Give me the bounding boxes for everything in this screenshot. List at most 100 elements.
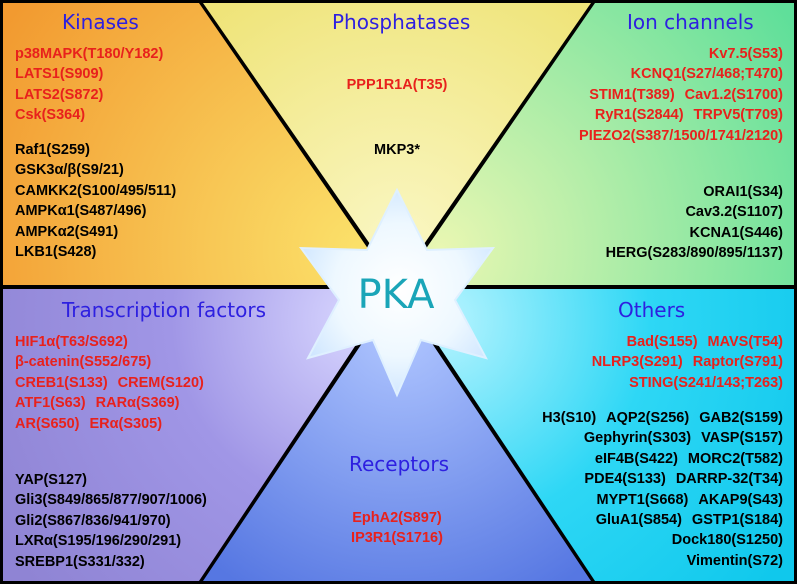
substrate-site-label: EphA2(S897): [352, 510, 442, 526]
substrate-site-label: HIF1α(T63/S692): [15, 334, 128, 350]
receptors-red-list: EphA2(S897)IP3R1(S1716): [297, 508, 497, 549]
substrate-row: ORAI1(S34): [606, 182, 783, 202]
ion-channels-region: [401, 3, 794, 285]
substrate-row: Csk(S364): [15, 105, 163, 125]
ion-channels-red-list: Kv7.5(S53) KCNQ1(S27/468;T470) STIM1(T389)…: [579, 44, 783, 146]
row-spacer: [79, 414, 89, 434]
substrate-site-label: Kv7.5(S53): [708, 46, 783, 62]
substrate-site-label: DARRP-32(T34): [675, 471, 783, 488]
substrate-site-label: AMPKα1(S487/496): [15, 203, 147, 220]
pka-center-label: PKA: [357, 272, 435, 318]
substrate-row: H3(S10)AQP2(S256)GAB2(S159): [542, 408, 783, 428]
substrate-row: LATS1(S909): [15, 64, 163, 84]
kinases-region: [3, 3, 393, 285]
row-spacer: [678, 449, 688, 469]
substrate-site-label: Dock180(S1250): [671, 532, 783, 549]
substrate-row: STIM1(T389)Cav1.2(S1700): [579, 85, 783, 105]
ion-channels-black-list: ORAI1(S34)Cav3.2(S1107)KCNA1(S446)HERG(S…: [606, 182, 783, 264]
substrate-site-label: β-catenin(S552/675): [15, 354, 152, 371]
row-spacer: [596, 408, 606, 428]
substrate-row: Bad(S155) MAVS(T54): [592, 332, 783, 352]
substrate-site-label: MAVS(T54): [707, 334, 783, 350]
substrate-site-label: Gephyrin(S303): [583, 430, 692, 447]
substrate-row: PPP1R1A(T35): [297, 75, 497, 95]
kinases-red-list: p38MAPK(T180/Y182)LATS1(S909) LATS2(S872)…: [15, 44, 163, 126]
substrate-site-label: LATS2(S872): [15, 86, 104, 103]
substrate-row: Vimentin(S72): [542, 551, 783, 571]
substrate-row: GluA1(S854) GSTP1(S184): [542, 510, 783, 530]
substrate-row: STING(S241/143;T263): [592, 373, 783, 393]
substrate-site-label: TRPV5(T709): [693, 107, 783, 124]
substrate-site-label: CREM(S120): [117, 374, 204, 391]
substrate-site-label: GluA1(S854): [595, 512, 682, 529]
others-red-list: Bad(S155) MAVS(T54) NLRP3(S291) Raptor(S791…: [592, 332, 783, 393]
substrate-row: RyR1(S2844)TRPV5(T709): [579, 105, 783, 125]
row-spacer: [108, 373, 118, 393]
transcription-factors-red-list: HIF1α(T63/S692) β-catenin(S552/675) CREB1(…: [15, 332, 204, 434]
substrate-row: HIF1α(T63/S692): [15, 332, 204, 352]
substrate-site-label: AR(S650): [15, 415, 80, 432]
substrate-site-label: SREBP1(S331/332): [15, 553, 145, 570]
substrate-site-label: NLRP3(S291): [591, 354, 683, 371]
substrate-row: LKB1(S428): [15, 242, 176, 262]
receptors-title: Receptors: [349, 452, 450, 476]
substrate-site-label: AMPKα2(S491): [15, 223, 119, 240]
substrate-site-label: H3(S10): [542, 410, 597, 426]
substrate-site-label: GSK3α/β(S9/21): [15, 162, 124, 179]
substrate-row: MYPT1(S668)AKAP9(S43): [542, 490, 783, 510]
substrate-row: PIEZO2(S387/1500/1741/2120): [579, 126, 783, 146]
substrate-row: p38MAPK(T180/Y182): [15, 44, 163, 64]
kinases-title: Kinases: [62, 10, 139, 34]
row-spacer: [666, 469, 676, 489]
substrate-site-label: VASP(S157): [701, 430, 783, 447]
others-title: Others: [618, 298, 686, 322]
substrate-row: β-catenin(S552/675): [15, 352, 204, 372]
substrate-site-label: Raptor(S791): [692, 354, 783, 371]
kinases-black-list: Raf1(S259) GSK3α/β(S9/21) CAMKK2(S100/495/…: [15, 140, 176, 262]
phosphatases-title: Phosphatases: [332, 10, 471, 34]
phosphatases-black-list: MKP3*: [297, 140, 497, 160]
transcription-factors-black-list: YAP(S127) Gli3(S849/865/877/907/1006) Gli2…: [15, 470, 207, 572]
receptors-region: [203, 291, 591, 581]
row-spacer: [675, 85, 685, 105]
row-spacer: [698, 332, 708, 352]
substrate-row: NLRP3(S291) Raptor(S791): [592, 352, 783, 372]
substrate-site-label: Bad(S155): [626, 334, 698, 350]
substrate-row: LXRα(S195/196/290/291): [15, 531, 207, 551]
substrate-site-label: YAP(S127): [15, 472, 88, 488]
transcription-factors-region: [3, 289, 393, 581]
substrate-site-label: KCNA1(S446): [689, 224, 783, 241]
substrate-row: YAP(S127): [15, 470, 207, 490]
substrate-row: KCNA1(S446): [606, 223, 783, 243]
substrate-site-label: PIEZO2(S387/1500/1741/2120): [579, 127, 783, 144]
substrate-row: Gli3(S849/865/877/907/1006): [15, 490, 207, 510]
substrate-site-label: MORC2(T582): [687, 450, 783, 467]
substrate-site-label: KCNQ1(S27/468;T470): [630, 66, 783, 83]
substrate-row: CREB1(S133)CREM(S120): [15, 373, 204, 393]
substrate-site-label: Raf1(S259): [15, 142, 90, 158]
substrate-row: PDE4(S133)DARRP-32(T34): [542, 469, 783, 489]
substrate-site-label: ORAI1(S34): [703, 184, 783, 200]
substrate-site-label: STIM1(T389): [589, 86, 675, 103]
substrate-row: ATF1(S63)RARα(S369): [15, 393, 204, 413]
substrate-row: EphA2(S897): [297, 508, 497, 528]
substrate-site-label: GSTP1(S184): [691, 512, 783, 529]
substrate-row: CAMKK2(S100/495/511): [15, 181, 176, 201]
row-spacer: [688, 490, 698, 510]
substrate-row: Kv7.5(S53): [579, 44, 783, 64]
substrate-site-label: ERα(S305): [89, 415, 163, 432]
substrate-row: AMPKα1(S487/496): [15, 201, 176, 221]
substrate-site-label: LXRα(S195/196/290/291): [15, 533, 182, 550]
substrate-row: MKP3*: [297, 140, 497, 160]
substrate-row: Dock180(S1250): [542, 530, 783, 550]
substrate-site-label: AQP2(S256): [606, 410, 690, 426]
substrate-site-label: Gli2(S867/836/941/970): [15, 512, 171, 529]
substrate-row: KCNQ1(S27/468;T470): [579, 64, 783, 84]
substrate-site-label: Csk(S364): [15, 107, 86, 124]
substrate-row: LATS2(S872): [15, 85, 163, 105]
ion-channels-title: Ion channels: [627, 10, 754, 34]
substrate-site-label: PPP1R1A(T35): [346, 77, 448, 93]
phosphatases-red-list: PPP1R1A(T35): [297, 75, 497, 95]
